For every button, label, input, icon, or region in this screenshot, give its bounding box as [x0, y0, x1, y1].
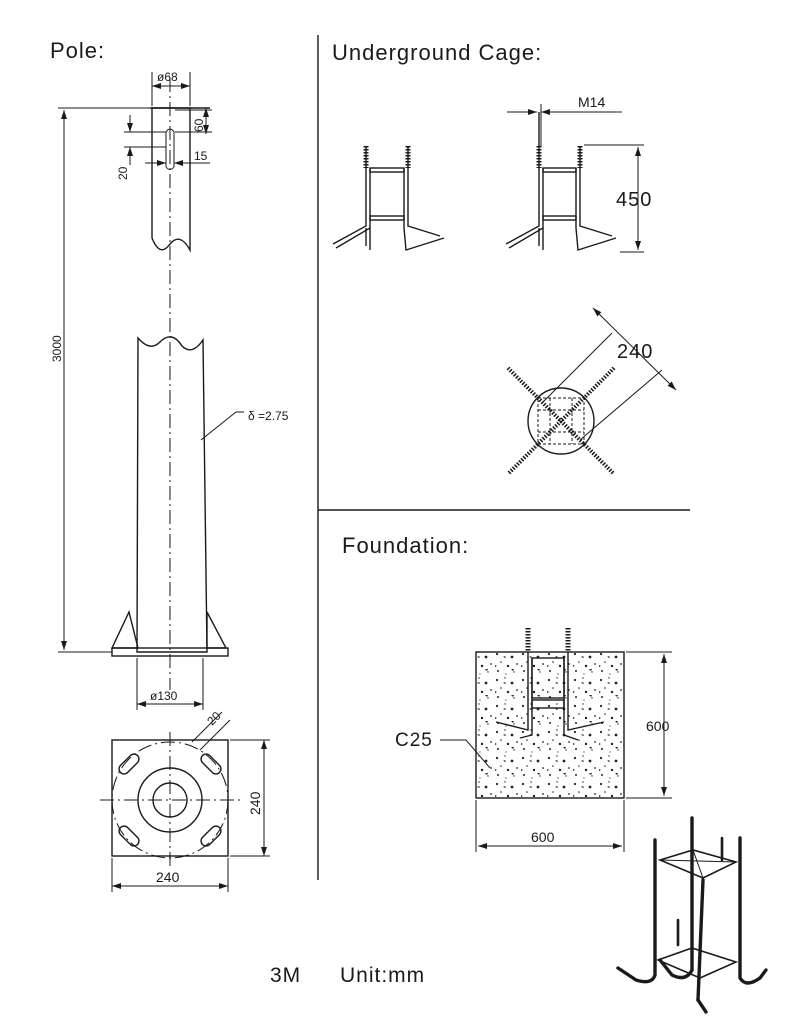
- cage-section-title: Underground Cage:: [332, 40, 542, 65]
- wall-thickness-label: δ =2.75: [248, 409, 289, 423]
- pole-base-plan: 20 240 240: [100, 709, 270, 892]
- cage-elevation-left: [332, 146, 445, 251]
- section-dividers: [317, 35, 690, 880]
- cage-elevation-right: [505, 112, 617, 251]
- foundation-section-title: Foundation:: [342, 533, 469, 558]
- cage-plan: 240: [506, 307, 677, 476]
- slot-offset-label: 20: [116, 166, 130, 180]
- pole-dimensions: ø68 60 20 15 3000 δ =2.75 ø130: [50, 70, 289, 710]
- pole-section-title: Pole:: [50, 38, 105, 63]
- base-height-label: 240: [247, 791, 263, 815]
- cage-dimensions: M14 450: [507, 94, 652, 253]
- foundation-height-label: 600: [646, 718, 670, 734]
- bolt-size-label: M14: [578, 94, 605, 110]
- top-diameter-label: ø68: [157, 70, 178, 84]
- pole-height-label: 3000: [50, 335, 64, 362]
- slot-width-label: 15: [194, 149, 208, 163]
- foundation-dimensions: C25 600 600: [395, 651, 672, 852]
- cage-3d-view: [616, 816, 768, 1014]
- foundation-section: [475, 628, 625, 799]
- base-slotted-holes: [118, 753, 222, 847]
- base-slot-label: 20: [204, 709, 224, 729]
- base-diameter-label: ø130: [150, 689, 178, 703]
- cage-spacing-label: 240: [617, 341, 653, 363]
- slot-length-label: 60: [192, 118, 206, 132]
- concrete-grade-label: C25: [395, 730, 433, 751]
- model-label: 3M: [270, 964, 301, 987]
- foundation-width-label: 600: [531, 829, 555, 845]
- unit-label: Unit:mm: [340, 964, 425, 987]
- cage-height-label: 450: [616, 189, 652, 211]
- base-width-label: 240: [156, 869, 180, 885]
